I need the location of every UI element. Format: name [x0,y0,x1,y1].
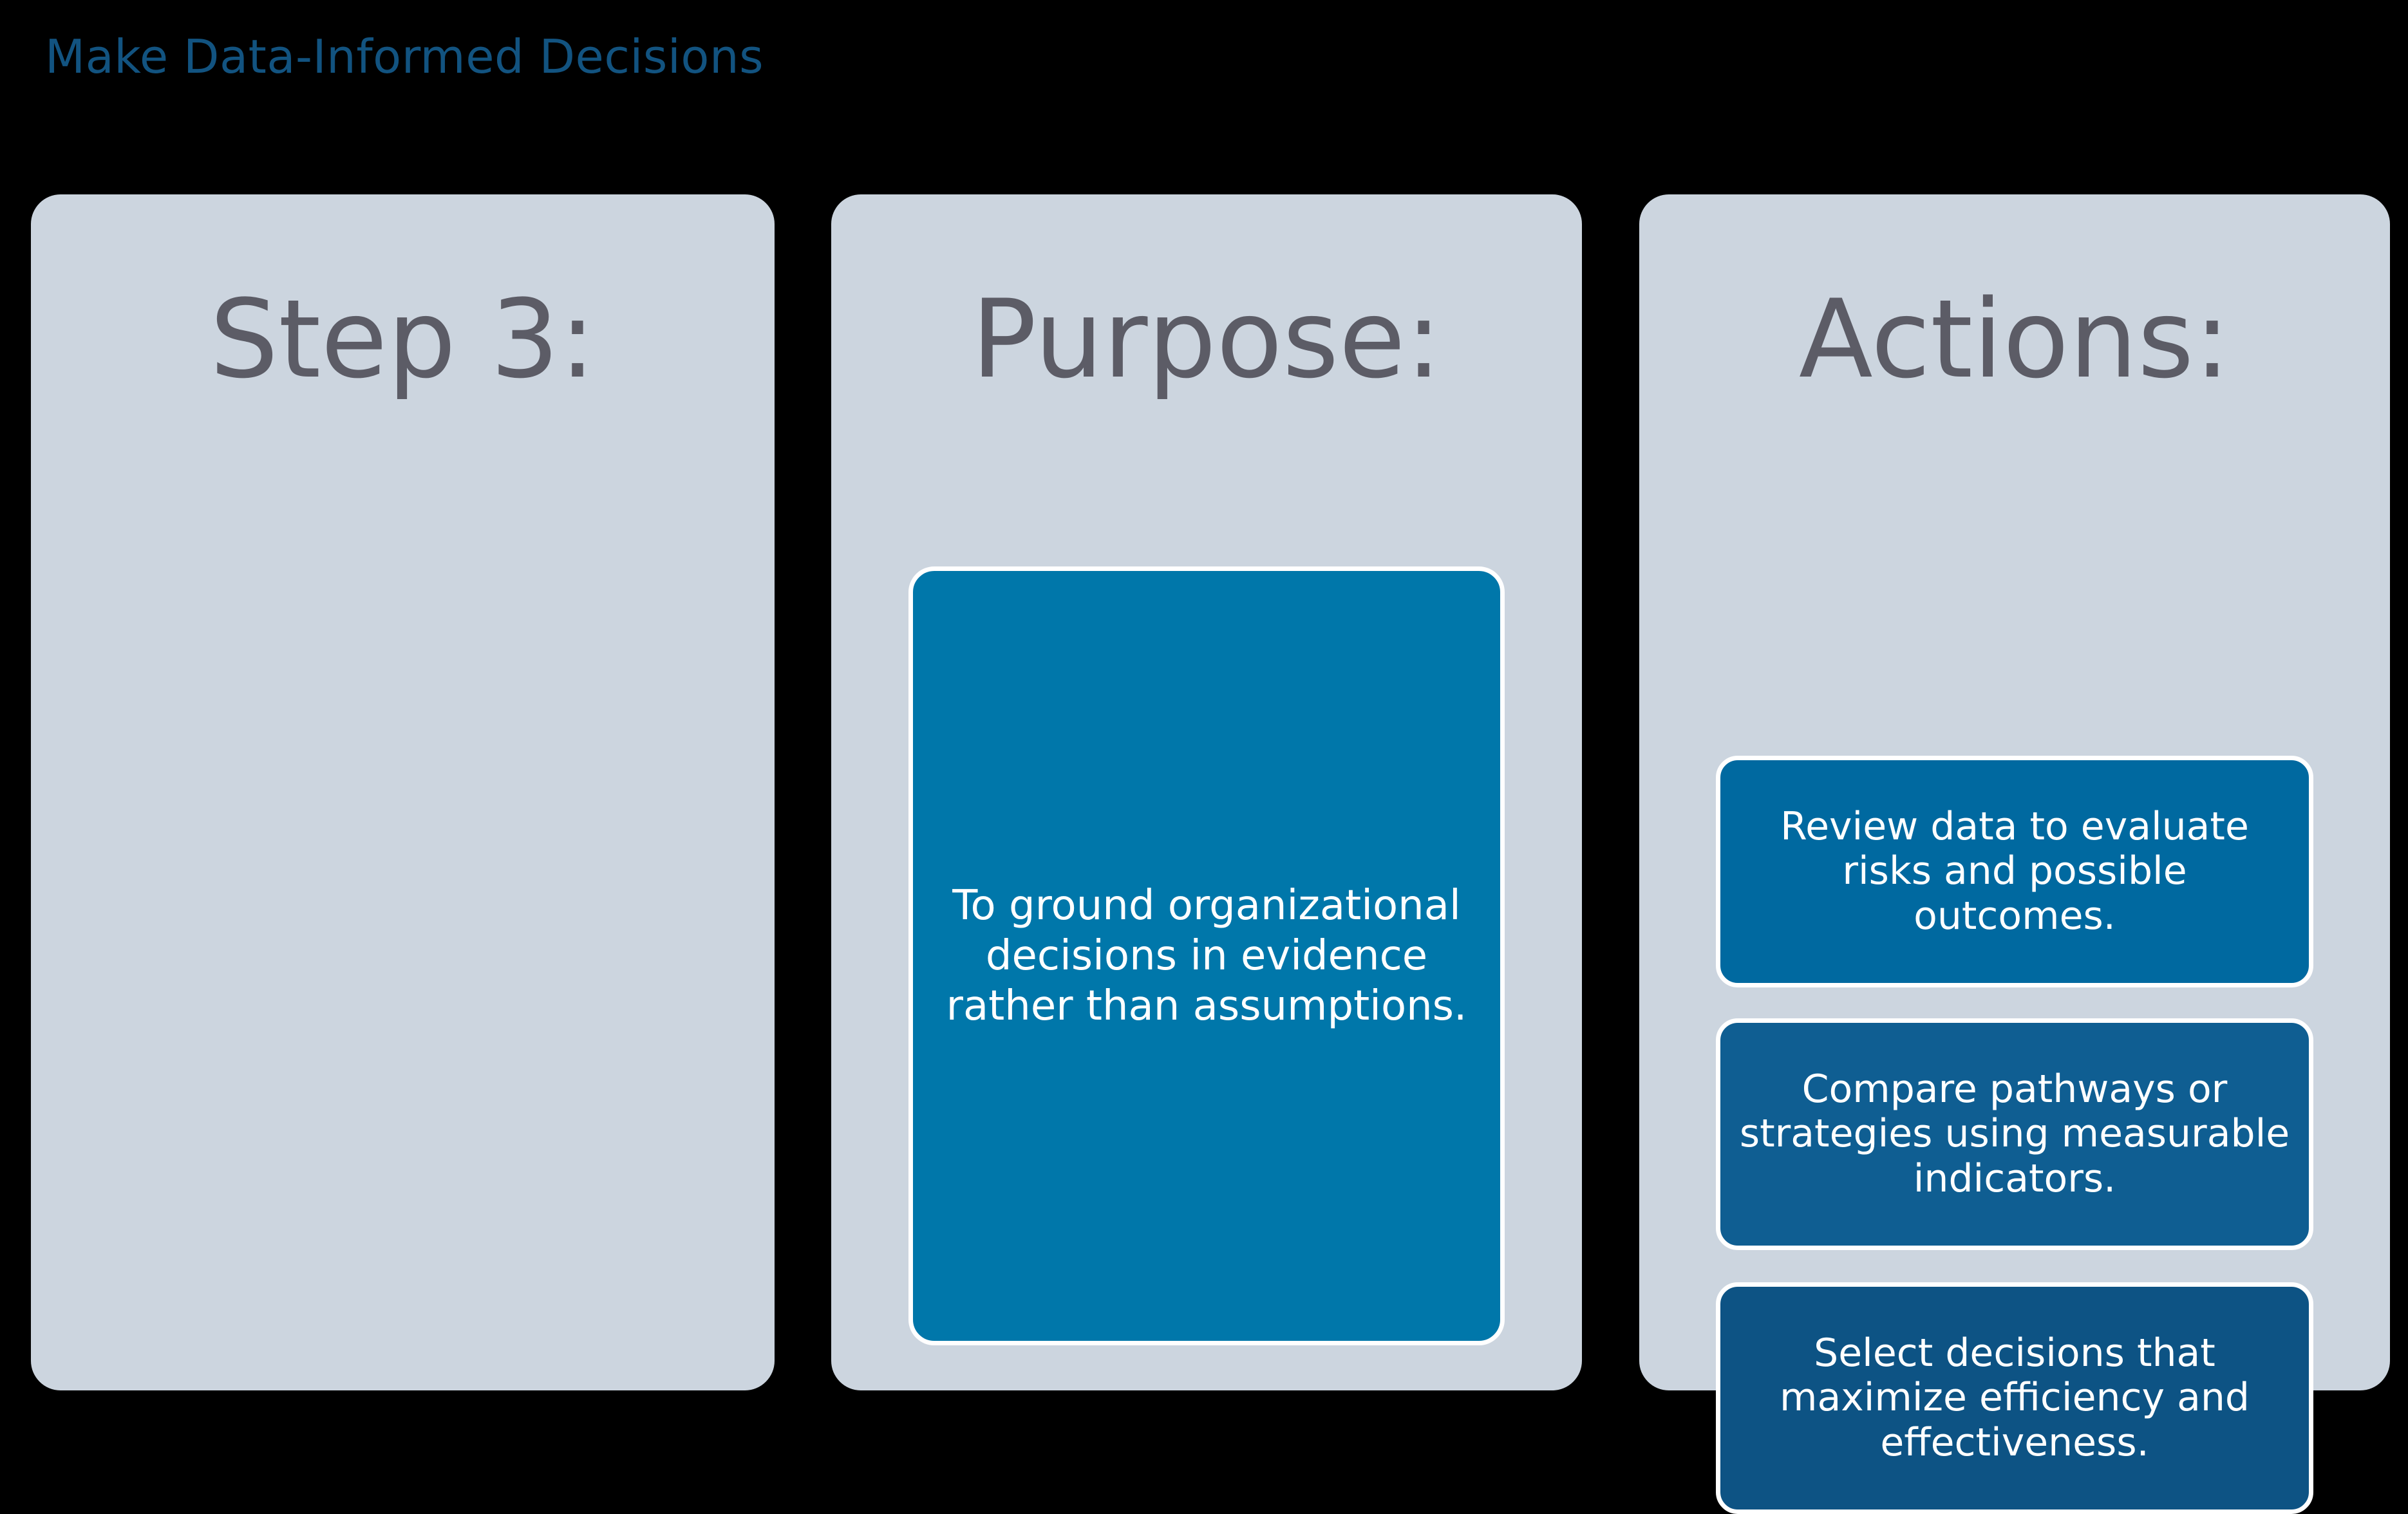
action-item-2-text: Compare pathways or strategies using mea… [1739,1066,2290,1201]
purpose-statement-box: To ground organizational decisions in ev… [908,566,1505,1345]
action-item-2: Compare pathways or strategies using mea… [1716,1018,2313,1250]
purpose-statement-text: To ground organizational decisions in ev… [946,881,1467,1031]
actions-card-heading: Actions: [1798,276,2231,402]
action-item-3-text: Select decisions that maximize efficienc… [1780,1330,2250,1465]
purpose-card-heading: Purpose: [971,276,1442,402]
action-item-3: Select decisions that maximize efficienc… [1716,1282,2313,1514]
step-card-heading: Step 3: [209,276,596,402]
purpose-card: Purpose: To ground organizational decisi… [831,194,1582,1390]
page-title: Make Data-Informed Decisions [45,30,764,84]
action-item-1-text: Review data to evaluate risks and possib… [1780,803,2249,939]
step-card: Step 3: [31,194,775,1390]
actions-card: Actions: Review data to evaluate risks a… [1639,194,2390,1514]
action-item-1: Review data to evaluate risks and possib… [1716,756,2313,987]
